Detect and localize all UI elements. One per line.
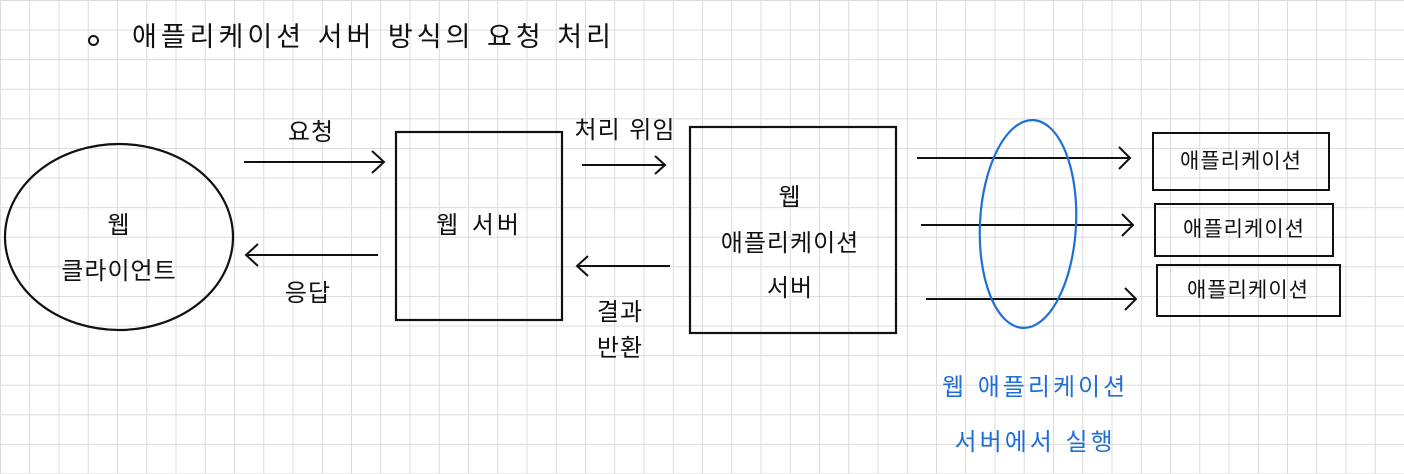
result-arrow <box>575 255 670 277</box>
response-arrow <box>244 243 378 267</box>
was-label: 웹 애플리케이션 서버 <box>720 183 860 303</box>
delegate-arrow <box>582 155 667 175</box>
diagram-title: 애플리케이션 서버 방식의 요청 처리 <box>132 22 615 53</box>
title-bullet-icon <box>88 35 99 46</box>
app-arrow-3 <box>926 287 1138 311</box>
app-node-3 <box>1156 264 1341 317</box>
app-arrow-2 <box>921 213 1135 237</box>
client-label: 웹 클라이언트 <box>61 211 177 285</box>
was-highlight-ellipse <box>978 119 1078 329</box>
app-arrow-1 <box>917 146 1132 170</box>
client-node <box>3 142 235 332</box>
web-server-node <box>394 130 564 322</box>
was-node <box>688 125 898 335</box>
web-server-label: 웹 서버 <box>436 211 522 239</box>
app-label-2: 애플리케이션 <box>1183 217 1305 241</box>
app-node-2 <box>1154 203 1334 257</box>
app-label-1: 애플리케이션 <box>1180 149 1302 173</box>
result-label: 결과 반환 <box>596 298 644 362</box>
request-label: 요청 <box>287 118 335 146</box>
request-arrow <box>244 150 386 174</box>
was-note: 웹 애플리케이션 서버에서 실행 <box>942 373 1129 457</box>
app-label-3: 애플리케이션 <box>1187 278 1309 302</box>
response-label: 응답 <box>284 279 332 307</box>
delegate-label: 처리 위임 <box>574 116 676 144</box>
app-node-1 <box>1152 132 1330 191</box>
